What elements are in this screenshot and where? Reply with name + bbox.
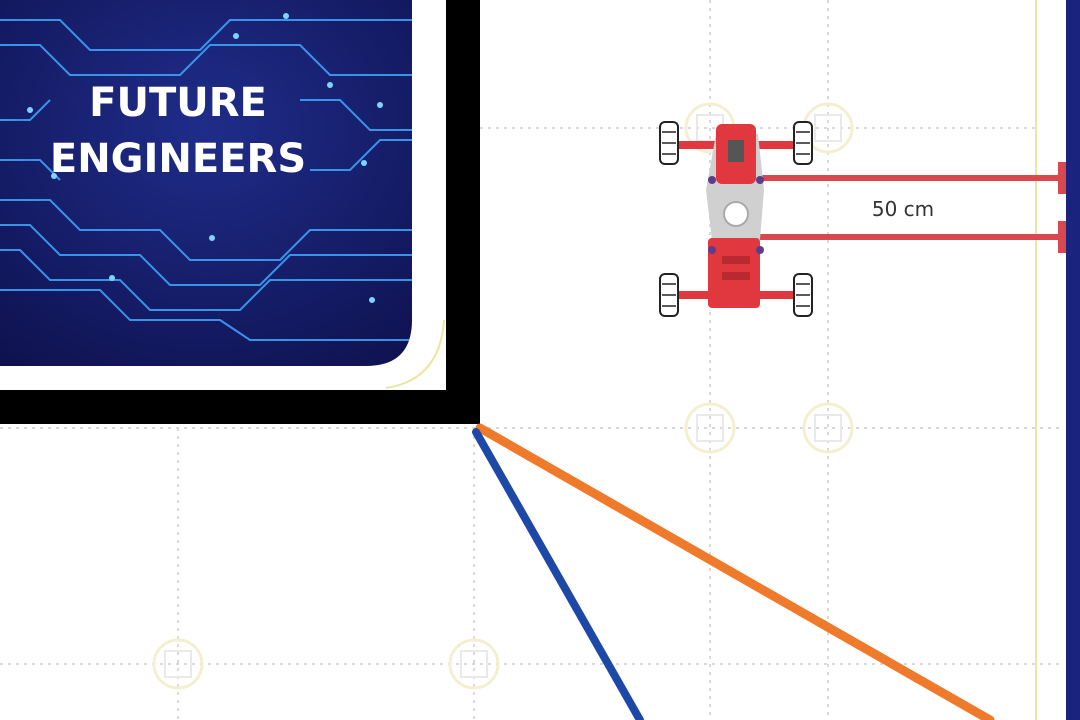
measure-label: 50 cm: [872, 197, 934, 221]
robot-car-topview-icon: [659, 121, 813, 317]
future-engineers-banner: FUTURE ENGINEERS: [0, 0, 412, 366]
banner-title-line2: ENGINEERS: [50, 136, 306, 182]
distance-measure: 50 cm: [752, 162, 1066, 253]
blue-line: [472, 428, 644, 720]
grid-marker: [448, 638, 500, 690]
measure-cap-bottom: [1058, 221, 1066, 253]
circuit-pattern: [0, 19, 412, 341]
right-wall: [1066, 0, 1080, 720]
grid-marker: [684, 402, 736, 454]
grid-marker: [802, 402, 854, 454]
circuit-dots: [27, 13, 383, 303]
banner-corner-accent: [385, 319, 445, 389]
banner-title-line1: FUTURE: [89, 80, 267, 126]
grid-marker: [152, 638, 204, 690]
measure-cap-top: [1058, 162, 1066, 194]
orange-line: [475, 423, 995, 720]
